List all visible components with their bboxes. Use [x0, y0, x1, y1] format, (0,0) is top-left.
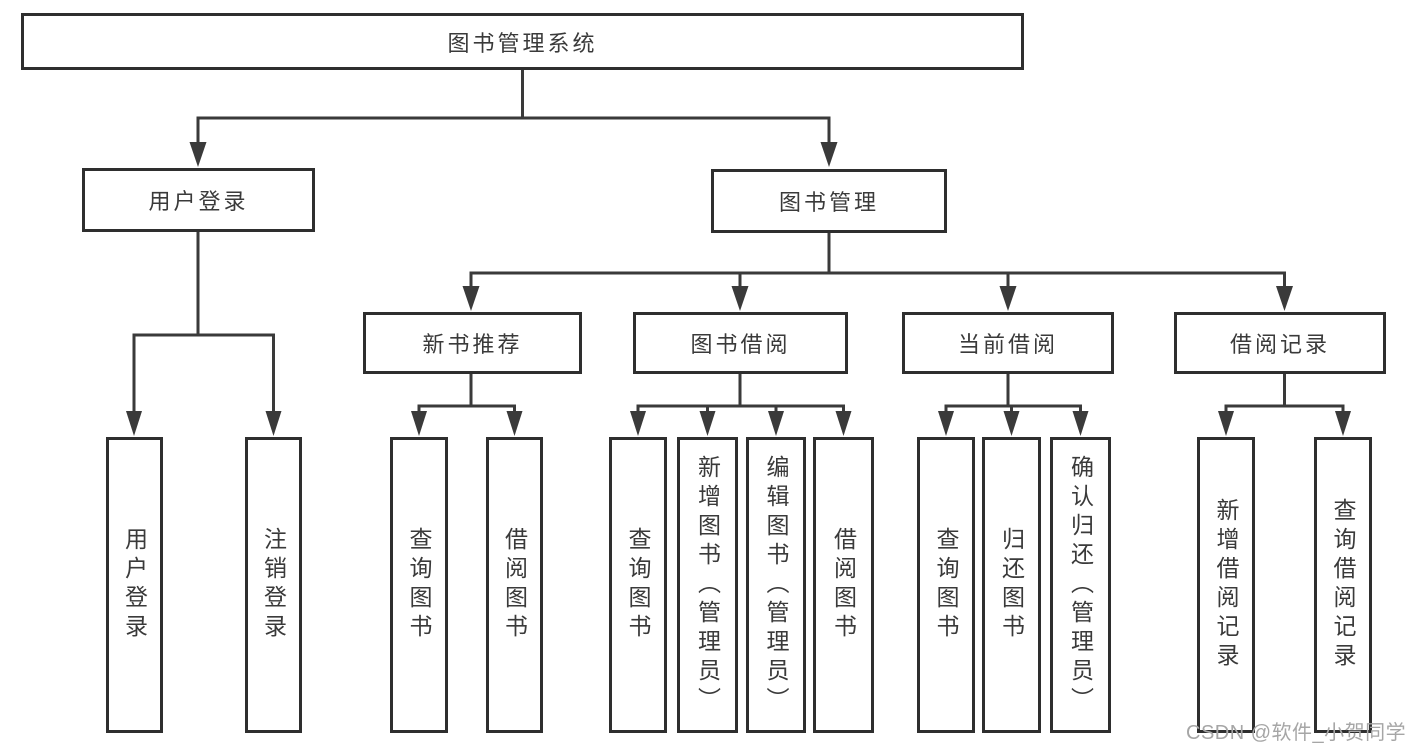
- node-library-management-system: 图书管理系统: [21, 13, 1024, 70]
- leaf-add-books-admin: 新增图书（管理员）: [677, 437, 738, 733]
- leaf-user-login: 用户登录: [106, 437, 163, 733]
- leaf-label: 归还图书: [998, 527, 1025, 643]
- leaf-return-books: 归还图书: [982, 437, 1041, 733]
- node-book-borrowing: 图书借阅: [633, 312, 848, 374]
- leaf-label: 确认归还（管理员）: [1067, 454, 1094, 716]
- leaf-label: 编辑图书（管理员）: [763, 454, 789, 716]
- leaf-query-books-book-borrowing: 查询图书: [609, 437, 667, 733]
- leaf-label: 查询图书: [406, 527, 432, 643]
- node-current-borrowing: 当前借阅: [902, 312, 1114, 374]
- node-label: 用户登录: [148, 189, 249, 214]
- leaf-label: 注销登录: [260, 527, 287, 643]
- leaf-label: 用户登录: [121, 527, 148, 643]
- leaf-label: 查询图书: [625, 527, 651, 643]
- node-label: 当前借阅: [957, 332, 1058, 357]
- leaf-borrow-books-book-borrowing: 借阅图书: [813, 437, 874, 733]
- leaf-query-books-new-book: 查询图书: [390, 437, 448, 733]
- node-book-management: 图书管理: [711, 169, 947, 233]
- csdn-watermark: CSDN @软件_小贺同学: [1186, 722, 1405, 744]
- node-borrowing-records: 借阅记录: [1174, 312, 1386, 374]
- node-label: 图书借阅: [690, 332, 791, 357]
- leaf-label: 新增借阅记录: [1213, 498, 1239, 672]
- arrowheads: [126, 142, 1351, 436]
- leaf-logout-login: 注销登录: [245, 437, 302, 733]
- leaf-label: 借阅图书: [501, 527, 528, 643]
- node-label: 新书推荐: [422, 332, 523, 357]
- leaf-confirm-return-admin: 确认归还（管理员）: [1050, 437, 1111, 733]
- node-user-login: 用户登录: [82, 168, 315, 232]
- node-label: 图书管理系统: [447, 30, 598, 56]
- leaf-label: 查询借阅记录: [1330, 498, 1356, 672]
- leaf-query-books-current-borrowing: 查询图书: [917, 437, 975, 733]
- node-label: 借阅记录: [1229, 332, 1330, 357]
- leaf-edit-books-admin: 编辑图书（管理员）: [746, 437, 806, 733]
- node-label: 图书管理: [778, 190, 879, 215]
- leaf-add-borrowing-record: 新增借阅记录: [1197, 437, 1255, 733]
- node-new-book-recommendation: 新书推荐: [363, 312, 582, 374]
- leaf-label: 新增图书（管理员）: [694, 454, 721, 716]
- leaf-label: 查询图书: [933, 527, 959, 643]
- leaf-query-borrowing-record: 查询借阅记录: [1314, 437, 1372, 733]
- leaf-borrow-books-new-book: 借阅图书: [486, 437, 543, 733]
- leaf-label: 借阅图书: [830, 527, 857, 643]
